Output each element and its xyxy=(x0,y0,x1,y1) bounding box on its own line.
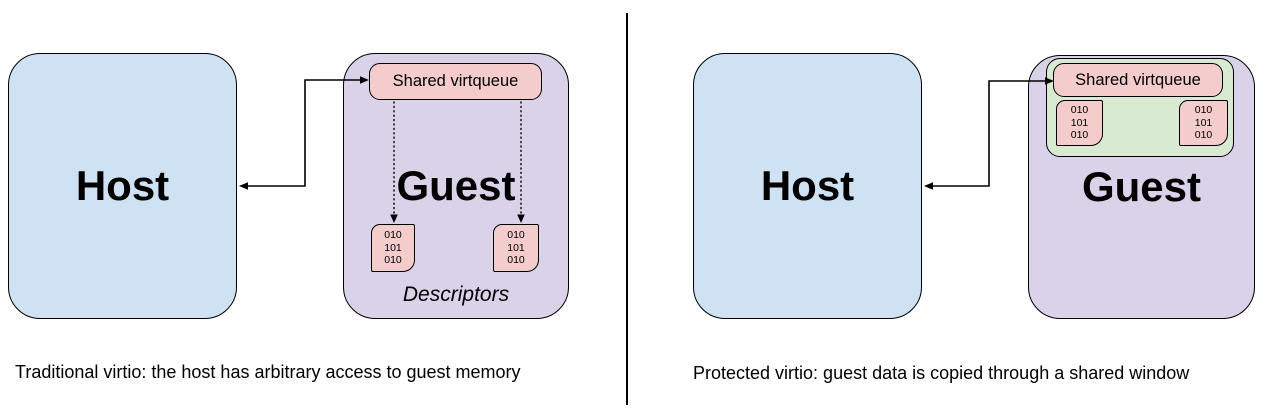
host-box-right: Host xyxy=(693,53,922,319)
arrowhead-into-host xyxy=(924,182,933,190)
panel-caption-right: Protected virtio: guest data is copied t… xyxy=(693,363,1190,383)
descriptor-block: 010 101 010 xyxy=(493,224,539,272)
descriptor-block: 010 101 010 xyxy=(1179,100,1228,146)
descriptor-block: 010 101 010 xyxy=(1056,100,1103,146)
host-label: Host xyxy=(75,162,170,209)
arrowhead-into-host xyxy=(239,182,248,190)
shared-virtqueue-label: Shared virtqueue xyxy=(392,72,519,90)
shared-virtqueue-label: Shared virtqueue xyxy=(1075,70,1201,89)
panel-caption-left: Traditional virtio: the host has arbitra… xyxy=(15,362,521,382)
shared-virtqueue-box-right: Shared virtqueue xyxy=(1053,63,1223,97)
descriptor-block: 010 101 010 xyxy=(371,224,415,272)
guest-label: Guest xyxy=(1081,163,1202,210)
host-box-left: Host xyxy=(8,53,237,319)
descriptors-caption: Descriptors xyxy=(402,283,510,306)
guest-label: Guest xyxy=(396,162,516,209)
panel-divider xyxy=(626,13,628,405)
host-label: Host xyxy=(760,162,855,209)
shared-virtqueue-box-left: Shared virtqueue xyxy=(369,63,542,100)
